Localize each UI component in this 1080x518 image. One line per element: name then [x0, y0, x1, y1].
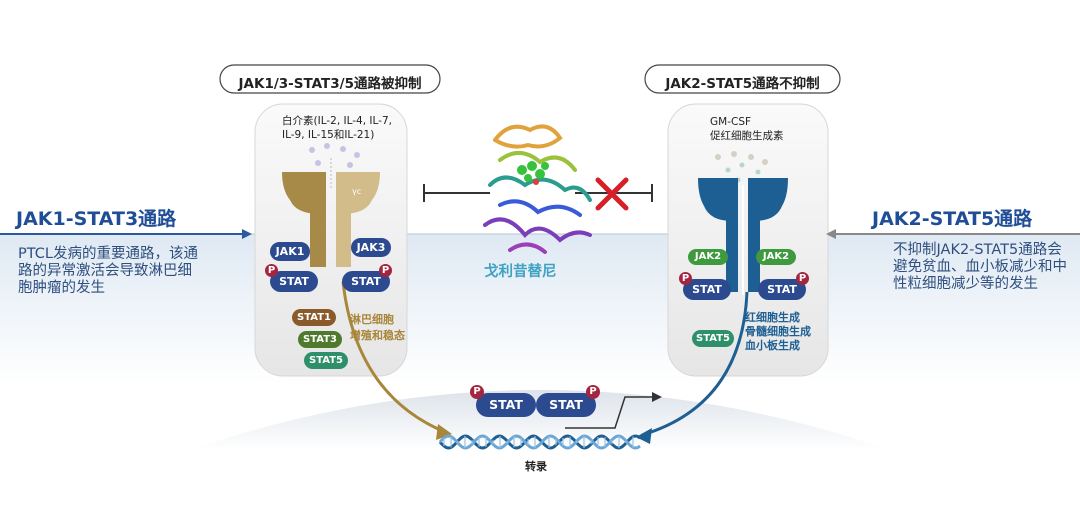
right-stat-pill-b: STAT: [758, 279, 806, 300]
phospho-icon: P: [679, 272, 692, 285]
right-header: JAK2-STAT5通路不抑制: [665, 76, 820, 92]
stat3-pill: STAT3: [298, 331, 342, 348]
jak1-pill: JAK1: [270, 242, 310, 261]
right-stat5-pill: STAT5: [692, 330, 734, 347]
left-header-pill: [219, 64, 441, 94]
right-pathway-description: 不抑制JAK2-STAT5通路会避免贫血、血小板减少和中性粒细胞减少等的发生: [893, 242, 1067, 292]
right-ligand-label: GM-CSF 促红细胞生成素: [710, 116, 784, 142]
phospho-icon: P: [586, 385, 600, 399]
phospho-icon: P: [265, 264, 278, 277]
right-curved-arrow: [641, 291, 749, 437]
left-stat-pill-b: STAT: [342, 271, 390, 292]
left-pathway-title: JAK1-STAT3通路: [16, 208, 177, 230]
phospho-icon: P: [379, 264, 392, 277]
left-curved-arrow: [341, 281, 446, 434]
phospho-icon: P: [470, 385, 484, 399]
blocked-cross-icon: [595, 177, 629, 211]
dna-helix: [438, 434, 641, 450]
cytoplasm-band: [0, 234, 1080, 384]
right-stat-pill-a: STAT: [683, 279, 731, 300]
drug-name: 戈利昔替尼: [484, 264, 557, 280]
left-effect-label: 淋巴细胞 增殖和稳态: [350, 313, 405, 342]
left-pathway-description: PTCL发病的重要通路，该通路的异常激活会导致淋巴细胞肿瘤的发生: [18, 246, 198, 296]
right-pathway-title: JAK2-STAT5通路: [872, 208, 1033, 230]
right-header-pill: [644, 64, 841, 94]
drug-ligand-spheres: [517, 161, 549, 182]
left-header: JAK1/3-STAT3/5通路被抑制: [238, 76, 422, 92]
left-ligand-dots: [309, 143, 360, 168]
right-effect-label: 红细胞生成 骨髓细胞生成 血小板生成: [745, 311, 811, 352]
left-ligand-label: 白介素(IL-2, IL-4, IL-7, IL-9, IL-15和IL-21): [282, 115, 392, 141]
gamma-c-label: γc: [352, 187, 362, 196]
transcription-arrow: [565, 396, 655, 429]
left-stat-pill-a: STAT: [270, 271, 318, 292]
nucleus-stat-pill-b: STAT: [536, 393, 596, 417]
jak3-pill: JAK3: [351, 238, 391, 257]
stat5-pill: STAT5: [304, 352, 348, 369]
stat1-pill: STAT1: [292, 309, 336, 326]
phospho-icon: P: [796, 272, 809, 285]
right-receptor: [698, 178, 788, 295]
left-receptor: [282, 172, 380, 267]
drug-protein-structure: [483, 124, 592, 254]
jak2-pill-a: JAK2: [688, 249, 728, 265]
right-ligand-dots: [715, 151, 768, 165]
nucleus-stat-pill-a: STAT: [476, 393, 536, 417]
jak2-pill-b: JAK2: [756, 249, 796, 265]
nucleus-dome: [190, 390, 890, 450]
transcription-label: 转录: [525, 460, 547, 473]
